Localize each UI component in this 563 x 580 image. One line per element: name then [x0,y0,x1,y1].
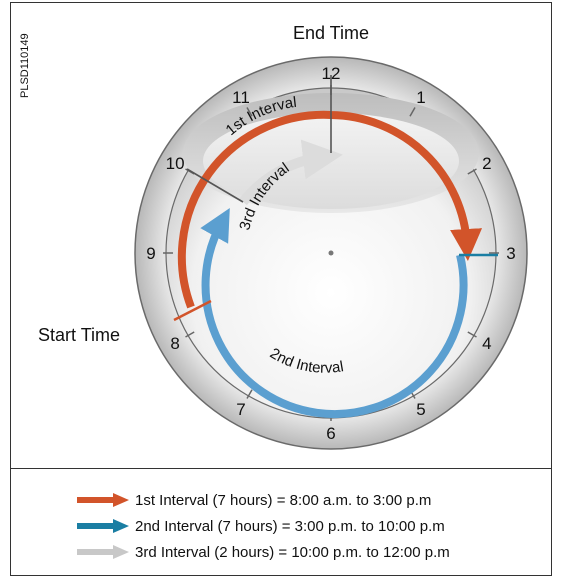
ten-marker-line [186,168,244,203]
hour-label-11: 11 [232,88,250,107]
end-time-caption: End Time [293,23,369,43]
start-time-caption: Start Time [38,325,120,345]
legend-arrow-icon [77,493,129,507]
legend-text-third: 3rd Interval (2 hours) = 10:00 p.m. to 1… [135,543,450,561]
hour-tick [467,168,477,175]
hour-tick [246,389,253,399]
hour-label-3: 3 [506,244,515,263]
hour-label-6: 6 [326,424,335,443]
clock-diagram: 1st Interval 3rd Interval 2nd Interval 1… [19,23,528,450]
hour-label-8: 8 [170,334,179,353]
legend-text-second: 2nd Interval (7 hours) = 3:00 p.m. to 10… [135,517,445,535]
legend-arrow-icon [77,519,129,533]
hour-label-2: 2 [482,154,491,173]
legend-row: 1st Interval (7 hours) = 8:00 a.m. to 3:… [77,487,537,513]
hour-label-7: 7 [236,400,245,419]
hour-tick [467,331,477,338]
legend-text-first: 1st Interval (7 hours) = 8:00 a.m. to 3:… [135,491,432,509]
hour-label-9: 9 [146,244,155,263]
figure-id: PLSD110149 [19,33,31,98]
hour-tick [185,331,195,338]
legend-row: 3rd Interval (2 hours) = 10:00 p.m. to 1… [77,539,537,565]
first-interval-arc [177,110,483,309]
hour-tick [409,107,416,117]
third-interval-arc [239,139,343,206]
hour-label-10: 10 [166,154,185,173]
hour-label-12: 12 [322,64,341,83]
second-interval-arc [200,208,468,418]
hour-tick [246,107,253,117]
hour-label-1: 1 [416,88,425,107]
legend-row: 2nd Interval (7 hours) = 3:00 p.m. to 10… [77,513,537,539]
legend-divider [11,468,551,469]
hour-label-5: 5 [416,400,425,419]
legend: 1st Interval (7 hours) = 8:00 a.m. to 3:… [77,487,537,565]
hour-label-4: 4 [482,334,491,353]
figure-frame: 1st Interval 3rd Interval 2nd Interval 1… [10,2,552,576]
start-marker-line [173,299,212,322]
legend-arrow-icon [77,545,129,559]
clock-center-dot [328,250,334,256]
